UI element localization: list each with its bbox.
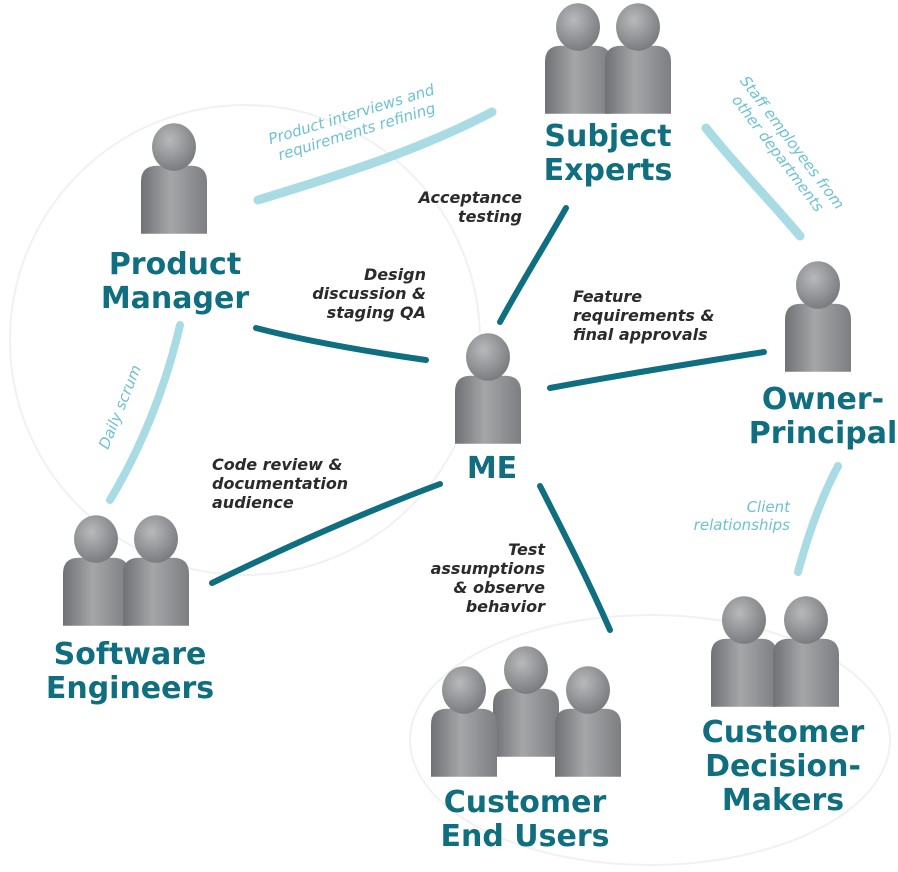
node-product-manager: Product Manager bbox=[95, 248, 255, 316]
node-label-line: Decision- bbox=[705, 749, 861, 784]
edge-label-line: Acceptance bbox=[418, 188, 522, 207]
node-label-line: Customer bbox=[443, 785, 607, 820]
person-icon bbox=[123, 515, 189, 626]
node-owner-principal: Owner- Principal bbox=[748, 383, 898, 451]
connector-me-pm bbox=[253, 325, 429, 363]
edge-label-line: audience bbox=[212, 493, 294, 512]
edge-label-line: assumptions bbox=[430, 559, 545, 578]
node-label-line: End Users bbox=[440, 819, 610, 854]
node-label-line: Manager bbox=[100, 281, 250, 316]
connector-me-owner bbox=[547, 349, 767, 391]
person-icon bbox=[605, 3, 671, 114]
connector-me-engineers bbox=[209, 481, 443, 586]
person-icon bbox=[431, 666, 497, 777]
connector-owner-decision bbox=[794, 462, 842, 576]
person-icon bbox=[555, 666, 621, 777]
node-label-line: Makers bbox=[721, 783, 845, 818]
node-subject-experts: Subject Experts bbox=[538, 120, 678, 188]
edge-label-line: final approvals bbox=[573, 325, 708, 344]
connector-pm-experts bbox=[253, 107, 497, 205]
person-icon bbox=[63, 515, 129, 626]
soft-label-line: relationships bbox=[693, 516, 790, 534]
person-icon bbox=[455, 333, 521, 444]
edge-label-line: staging QA bbox=[326, 303, 426, 322]
edge-label-line: testing bbox=[458, 207, 522, 226]
edge-label-line: discussion & bbox=[312, 284, 426, 303]
soft-label-line: Client bbox=[746, 498, 790, 516]
node-label-line: Engineers bbox=[45, 671, 215, 706]
node-label-line: Subject bbox=[544, 119, 672, 154]
connector-pm-engineers bbox=[106, 321, 184, 504]
person-icon bbox=[141, 123, 207, 234]
node-customer-end-users: Customer End Users bbox=[420, 786, 630, 854]
edge-label-line: Code review & bbox=[212, 455, 343, 474]
edge-label-line: & observe bbox=[453, 578, 545, 597]
edge-code-review: Code review & documentation audience bbox=[212, 455, 382, 512]
person-icon bbox=[785, 261, 851, 372]
node-label-line: Customer bbox=[701, 715, 865, 750]
node-label-line: Product bbox=[108, 247, 242, 282]
connector-me-experts bbox=[497, 205, 569, 325]
edge-label-line: documentation bbox=[212, 474, 349, 493]
edge-design-discussion: Design discussion & staging QA bbox=[280, 265, 426, 322]
person-icon bbox=[493, 646, 559, 757]
node-software-engineers: Software Engineers bbox=[30, 638, 230, 706]
soft-connectors bbox=[106, 107, 842, 576]
edge-label-line: behavior bbox=[465, 597, 545, 616]
edge-test-assumptions: Test assumptions & observe behavior bbox=[400, 540, 545, 616]
node-label-line: Software bbox=[53, 637, 207, 672]
connector-experts-owner bbox=[701, 123, 805, 241]
node-label-line: Principal bbox=[748, 416, 898, 451]
node-me: ME bbox=[466, 451, 518, 486]
connector-me-endusers bbox=[537, 483, 613, 633]
node-customer-decision-makers: Customer Decision- Makers bbox=[688, 716, 878, 818]
edge-label-line: Feature bbox=[573, 287, 643, 306]
person-icon bbox=[711, 596, 777, 707]
edge-label-line: Design bbox=[364, 265, 426, 284]
primary-connectors bbox=[209, 205, 767, 633]
edge-feature-requirements: Feature requirements & final approvals bbox=[573, 287, 743, 344]
person-icon bbox=[545, 3, 611, 114]
node-label-line: Owner- bbox=[761, 382, 885, 417]
edge-label-line: Test bbox=[508, 540, 545, 559]
person-icon bbox=[773, 596, 839, 707]
edge-acceptance-testing: Acceptance testing bbox=[380, 188, 522, 226]
node-label-line: Experts bbox=[543, 153, 673, 188]
soft-edge-client-relationships: Client relationships bbox=[660, 498, 790, 534]
edge-label-line: requirements & bbox=[573, 306, 715, 325]
